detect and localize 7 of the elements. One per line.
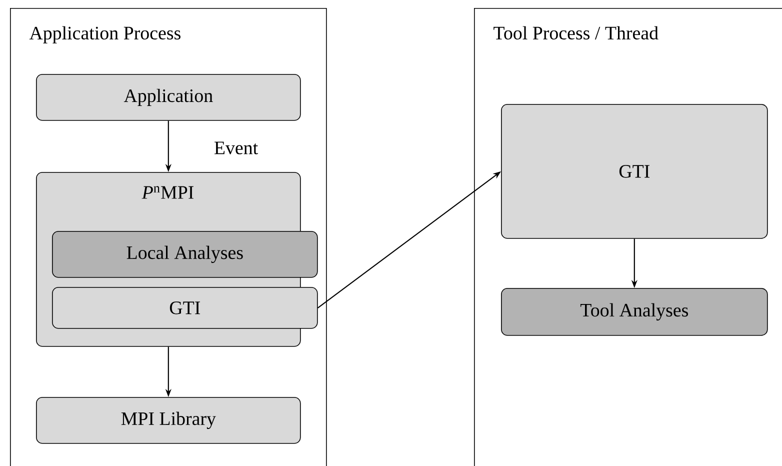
component-box: Application [36, 74, 301, 121]
component-box: GTI [52, 287, 318, 329]
component-box: MPI Library [36, 397, 301, 444]
component-box: Tool Analyses [501, 288, 768, 336]
component-box: Local Analyses [52, 230, 318, 278]
component-box: GTI [501, 104, 768, 239]
edge-label: Event [212, 140, 260, 156]
